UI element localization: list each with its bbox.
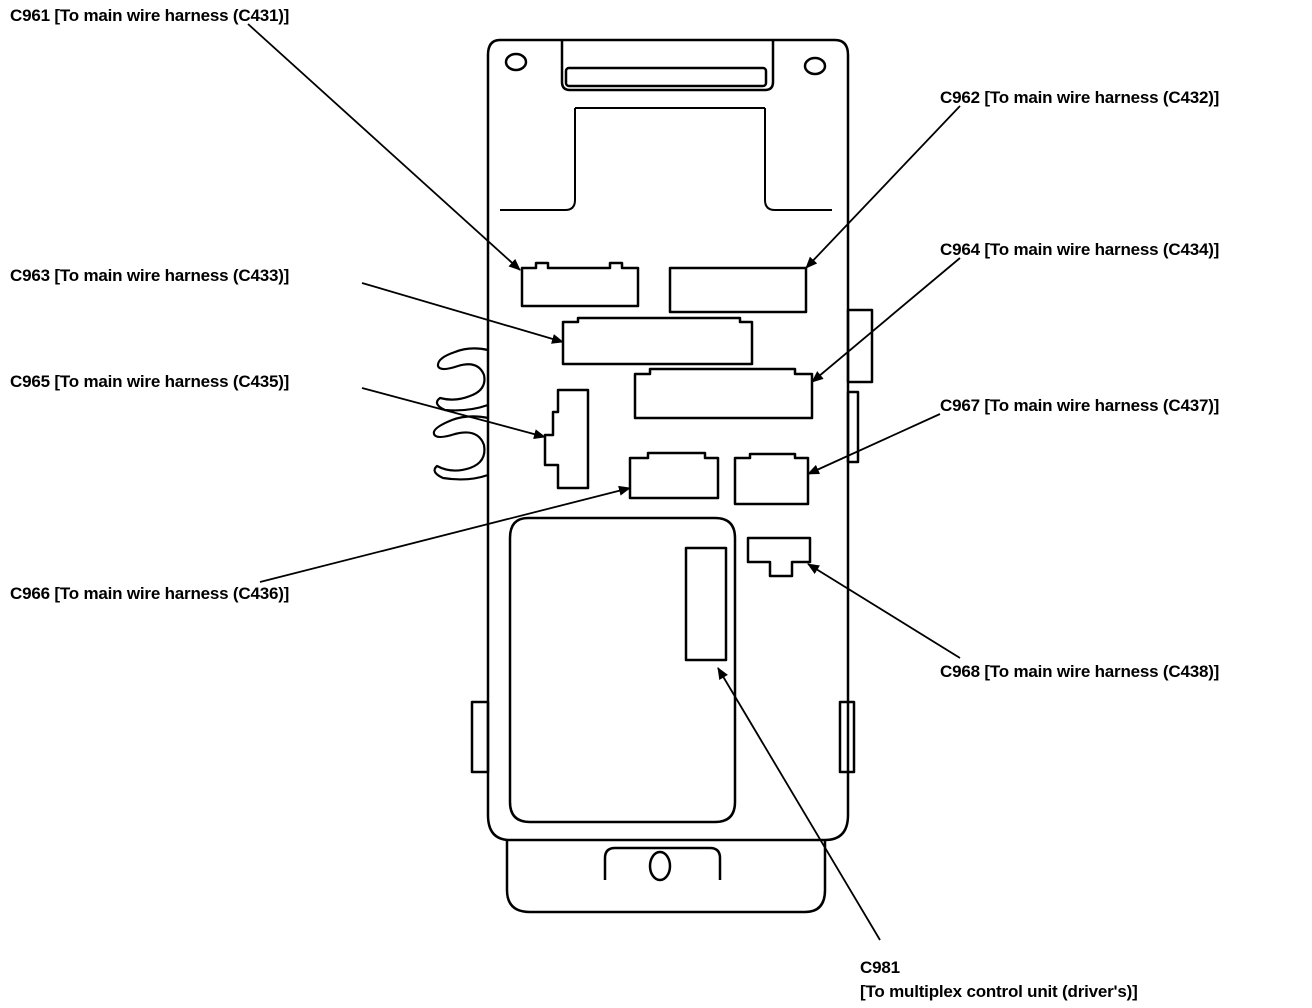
c963-leader (361, 282, 564, 344)
right-clip-upper (846, 308, 874, 384)
c962-connector (668, 266, 808, 314)
c964-leader (811, 257, 961, 383)
c966-label: C966 [To main wire harness (C436)] (10, 584, 290, 603)
c965-connector (543, 388, 590, 490)
c962-label: C962 [To main wire harness (C432)] (940, 88, 1220, 107)
c981-description-label: [To multiplex control unit (driver's)] (860, 982, 1138, 1001)
junction-box-outline (486, 38, 850, 842)
top-handle (564, 66, 768, 88)
c981-leader (717, 667, 881, 941)
mounting-hole-left (504, 52, 528, 72)
c963-connector (561, 316, 754, 366)
c962-leader (805, 105, 961, 269)
top-handle-recess (560, 40, 775, 92)
left-wire-clip-lower (432, 415, 489, 481)
c961-connector (520, 261, 640, 308)
c965-leader (361, 387, 546, 439)
c968-leader (807, 563, 961, 659)
mounting-hole-right (803, 56, 827, 76)
c981-code-label: C981 (860, 958, 900, 977)
c966-connector (628, 451, 720, 500)
bottom-tab-hole (648, 850, 672, 882)
c964-connector (633, 367, 814, 420)
c968-label: C968 [To main wire harness (C438)] (940, 662, 1220, 681)
c981-connector (684, 546, 728, 662)
c968-connector (746, 536, 812, 578)
c963-label: C963 [To main wire harness (C433)] (10, 266, 290, 285)
upper-inner-panel (500, 107, 832, 211)
c961-label: C961 [To main wire harness (C431)] (10, 6, 290, 25)
c964-label: C964 [To main wire harness (C434)] (940, 240, 1220, 259)
c965-label: C965 [To main wire harness (C435)] (10, 372, 290, 391)
c967-label: C967 [To main wire harness (C437)] (940, 396, 1220, 415)
bottom-tab (505, 840, 827, 914)
left-clip-lower (470, 700, 490, 774)
leader-lines (247, 23, 961, 941)
c961-leader (247, 23, 521, 271)
c967-leader (807, 413, 941, 475)
c966-leader (259, 485, 631, 583)
right-clip-lower (838, 700, 856, 774)
c967-connector (733, 452, 810, 506)
control-unit-module (508, 516, 737, 824)
bottom-tab-recess (603, 846, 722, 880)
junction-box (432, 38, 874, 914)
left-wire-clip-upper (435, 347, 489, 412)
right-clip-middle (846, 390, 860, 464)
